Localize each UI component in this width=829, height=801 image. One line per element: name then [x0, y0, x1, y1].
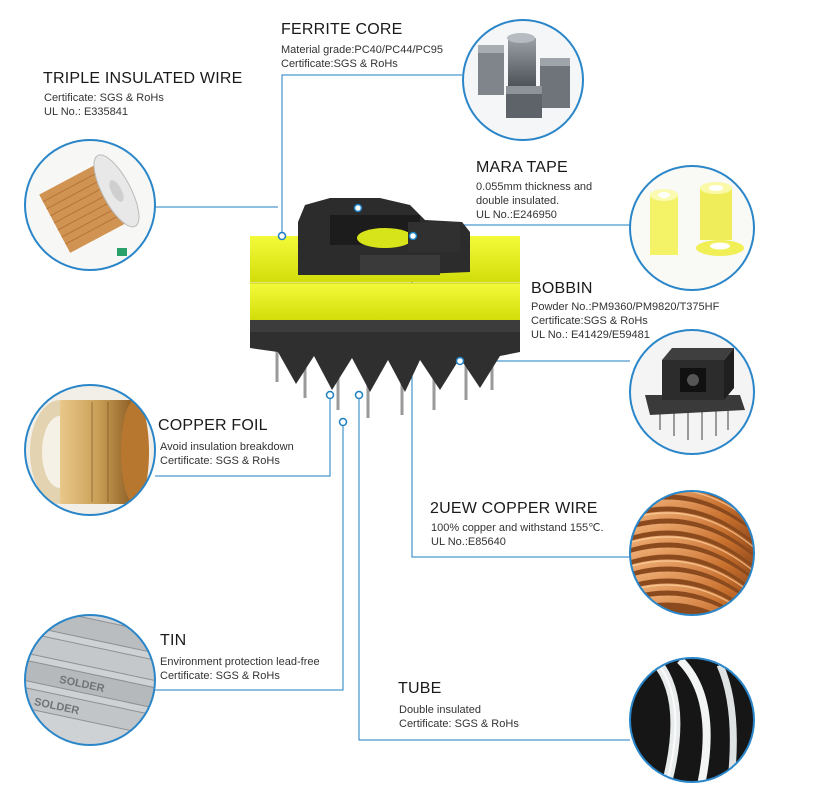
bobbin-title: BOBBIN — [531, 280, 593, 297]
tin-circle-border — [24, 614, 156, 746]
triple-wire-title: TRIPLE INSULATED WIRE — [43, 70, 243, 87]
leader-line-tube — [358, 395, 630, 741]
tube-title: TUBE — [398, 680, 442, 697]
triple-wire-circle-border — [24, 139, 156, 271]
bobbin-certificate: Certificate:SGS & RoHs — [531, 315, 648, 327]
leader-line-ferrite-core — [281, 74, 462, 236]
copper-wire-spec: 100% copper and withstand 155℃. — [431, 522, 604, 534]
copper-foil-title: COPPER FOIL — [158, 417, 268, 434]
tube-insulation: Double insulated — [399, 704, 481, 716]
tin-environment: Environment protection lead-free — [160, 656, 320, 668]
ferrite-core-material: Material grade:PC40/PC44/PC95 — [281, 44, 444, 56]
transformer-product-image — [250, 198, 520, 418]
tube-details: Double insulated Certificate: SGS & RoHs — [399, 703, 519, 731]
bobbin-powder: Powder No.:PM9360/PM9820/T375HF — [531, 301, 720, 313]
copper-foil-certificate: Certificate: SGS & RoHs — [160, 455, 280, 467]
copper-wire-circle-border — [629, 490, 755, 616]
bobbin-ul: UL No.: E41429/E59481 — [531, 329, 650, 341]
copper-wire-title: 2UEW COPPER WIRE — [430, 500, 598, 517]
ferrite-core-photo — [462, 19, 584, 141]
copper-wire-photo — [629, 490, 755, 616]
ferrite-core-details: Material grade:PC40/PC44/PC95 Certificat… — [281, 43, 443, 71]
anchor-dot-triple-wire — [277, 231, 287, 241]
tube-circle-border — [629, 657, 755, 783]
anchor-dot-bobbin — [455, 356, 465, 366]
bobbin-center-winding — [357, 228, 413, 248]
leader-line-copper-foil — [155, 395, 331, 477]
triple-wire-details: Certificate: SGS & RoHs UL No.: E335841 — [44, 91, 164, 119]
mara-tape-photo — [629, 165, 755, 291]
mara-tape-title: MARA TAPE — [476, 159, 568, 176]
ferrite-core-circle-border — [462, 19, 584, 141]
copper-wire-ul: UL No.:E85640 — [431, 536, 506, 548]
ferrite-core-lower — [250, 283, 520, 320]
anchor-dot-ferrite — [353, 203, 363, 213]
tin-photo: SOLDER SOLDER — [24, 614, 156, 746]
mara-tape-details: 0.055mm thickness and double insulated. … — [476, 180, 592, 222]
tube-photo — [629, 657, 755, 783]
mara-tape-ul: UL No.:E246950 — [476, 209, 557, 221]
bobbin-circle-border — [629, 329, 755, 455]
leader-line-tin — [155, 422, 344, 691]
bobbin-details: Powder No.:PM9360/PM9820/T375HF Certific… — [531, 300, 719, 342]
anchor-dot-tube — [354, 390, 364, 400]
triple-wire-photo — [24, 139, 156, 271]
ferrite-core-certificate: Certificate:SGS & RoHs — [281, 58, 398, 70]
anchor-dot-mara-tape — [408, 231, 418, 241]
tin-certificate: Certificate: SGS & RoHs — [160, 670, 280, 682]
ferrite-core-title: FERRITE CORE — [281, 21, 403, 38]
bobbin-base — [250, 318, 520, 392]
tin-title: TIN — [160, 632, 187, 649]
mara-tape-insulation: double insulated. — [476, 195, 560, 207]
copper-foil-purpose: Avoid insulation breakdown — [160, 441, 294, 453]
triple-wire-certificate: Certificate: SGS & RoHs — [44, 92, 164, 104]
copper-wire-details: 100% copper and withstand 155℃. UL No.:E… — [431, 521, 604, 549]
tube-certificate: Certificate: SGS & RoHs — [399, 718, 519, 730]
copper-foil-circle-border — [24, 384, 156, 516]
tin-details: Environment protection lead-free Certifi… — [160, 655, 320, 683]
anchor-dots — [277, 203, 465, 427]
triple-wire-ul: UL No.: E335841 — [44, 106, 128, 118]
mara-tape-circle-border — [629, 165, 755, 291]
anchor-dot-copper-foil — [325, 390, 335, 400]
copper-foil-details: Avoid insulation breakdown Certificate: … — [160, 440, 294, 468]
bobbin-photo — [629, 329, 755, 455]
anchor-dot-tin — [338, 417, 348, 427]
mara-tape-thickness: 0.055mm thickness and — [476, 181, 593, 193]
copper-foil-photo — [24, 384, 156, 516]
